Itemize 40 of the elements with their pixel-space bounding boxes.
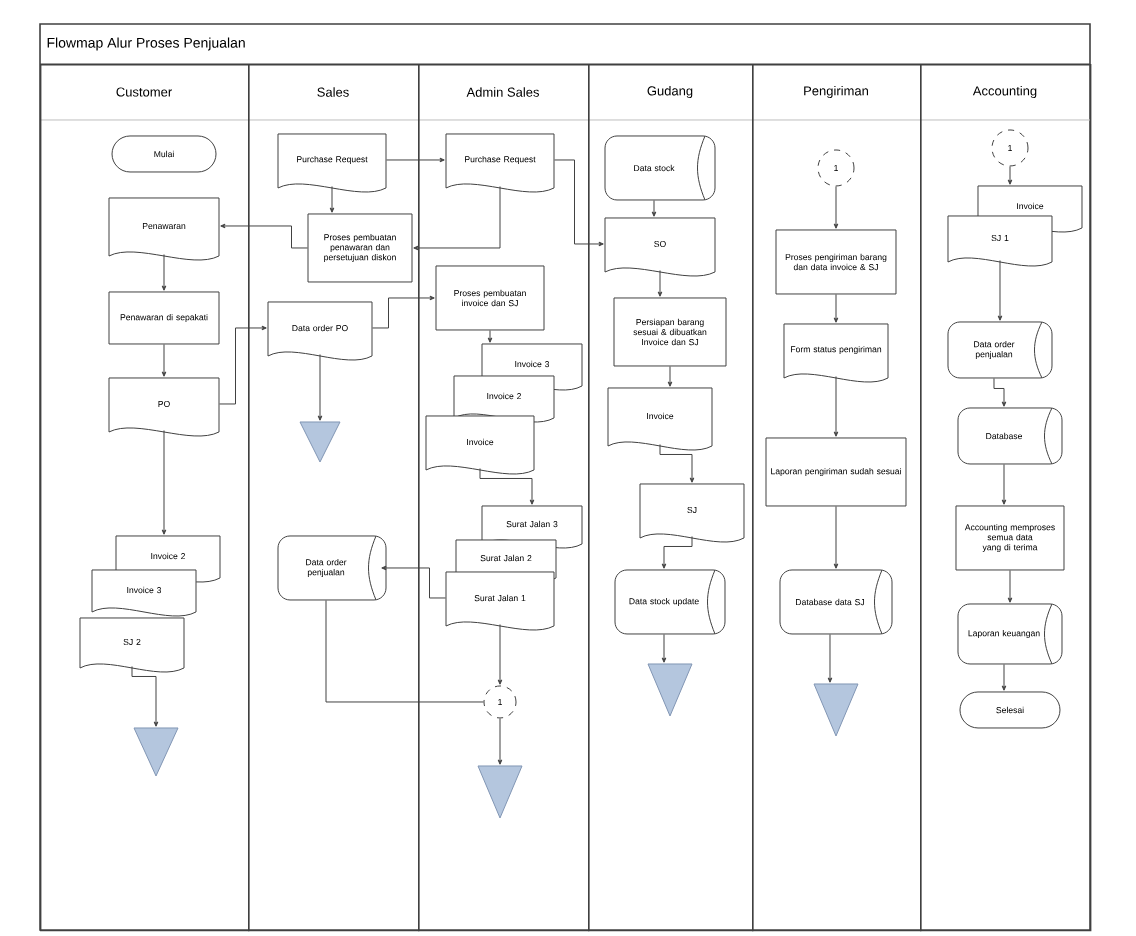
archive-triangle [477, 765, 523, 819]
arrow [1001, 663, 1007, 691]
arrow [661, 535, 693, 569]
arrow [497, 718, 503, 765]
arrow [661, 634, 667, 663]
arrow [659, 444, 695, 483]
connector-line [325, 600, 484, 703]
arrow [497, 623, 503, 685]
arrow [386, 157, 445, 163]
arrow [317, 354, 323, 421]
arrow [833, 294, 839, 323]
arrow [161, 344, 167, 377]
arrow [329, 186, 335, 213]
arrow [372, 295, 435, 329]
arrow [651, 200, 657, 217]
arrow [1007, 166, 1013, 185]
arrow [827, 634, 833, 683]
arrow [161, 254, 167, 291]
arrow [833, 506, 839, 569]
arrow [1001, 464, 1007, 505]
arrow [220, 223, 308, 249]
arrow [657, 270, 663, 297]
arrow [833, 376, 839, 437]
archive-triangle [133, 727, 179, 777]
archive-triangle [299, 421, 341, 463]
arrow [479, 468, 535, 505]
arrow [487, 330, 493, 343]
archive-triangle [647, 663, 693, 717]
archive-triangle [813, 683, 859, 737]
arrow [554, 159, 604, 247]
arrow [1007, 569, 1013, 603]
arrow [997, 260, 1003, 321]
arrow [413, 186, 501, 251]
arrow [381, 565, 446, 599]
arrow [131, 665, 159, 727]
arrow [833, 186, 839, 229]
arrow [219, 325, 267, 405]
arrow [993, 378, 1007, 407]
arrow [161, 430, 167, 535]
arrow [667, 366, 673, 387]
